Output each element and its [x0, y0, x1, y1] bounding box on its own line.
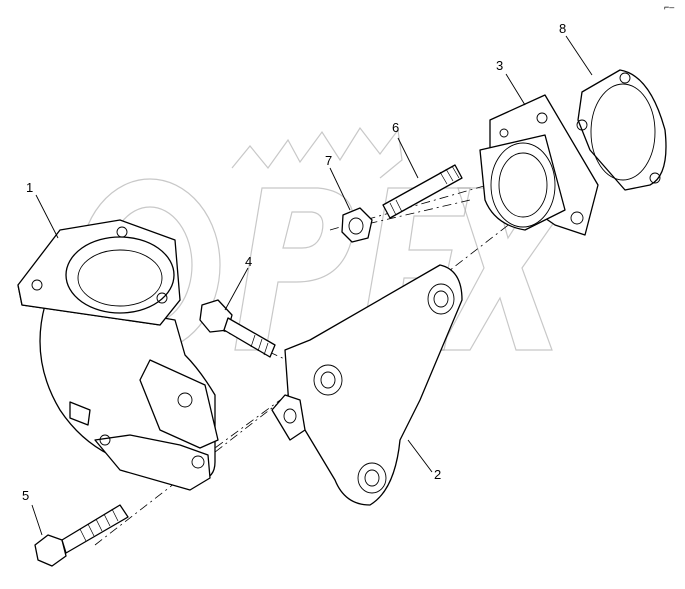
part-5-long-bolt: [34, 504, 129, 567]
callout-8: 8: [559, 21, 566, 36]
callout-6: 6: [392, 120, 399, 135]
callout-2: 2: [434, 467, 441, 482]
callout-5: 5: [22, 488, 29, 503]
part-7-flange-nut: [341, 207, 373, 243]
callout-leader-lines: [31, 35, 593, 536]
callout-4: 4: [245, 254, 252, 269]
part-8-gasket: [576, 69, 667, 191]
part-1-exhaust-elbow: [17, 219, 219, 491]
part-4-short-bolt: [199, 299, 276, 358]
callout-7: 7: [325, 153, 332, 168]
part-6-stud: [382, 164, 463, 219]
corner-mark: ⌐–: [664, 2, 674, 12]
part-3-flange-adapter: [479, 94, 599, 236]
callout-labels: 1 2 3 4 5 6 7 8: [22, 21, 566, 503]
part-2-bracket: [271, 264, 463, 506]
callout-1: 1: [26, 180, 33, 195]
callout-3: 3: [496, 58, 503, 73]
